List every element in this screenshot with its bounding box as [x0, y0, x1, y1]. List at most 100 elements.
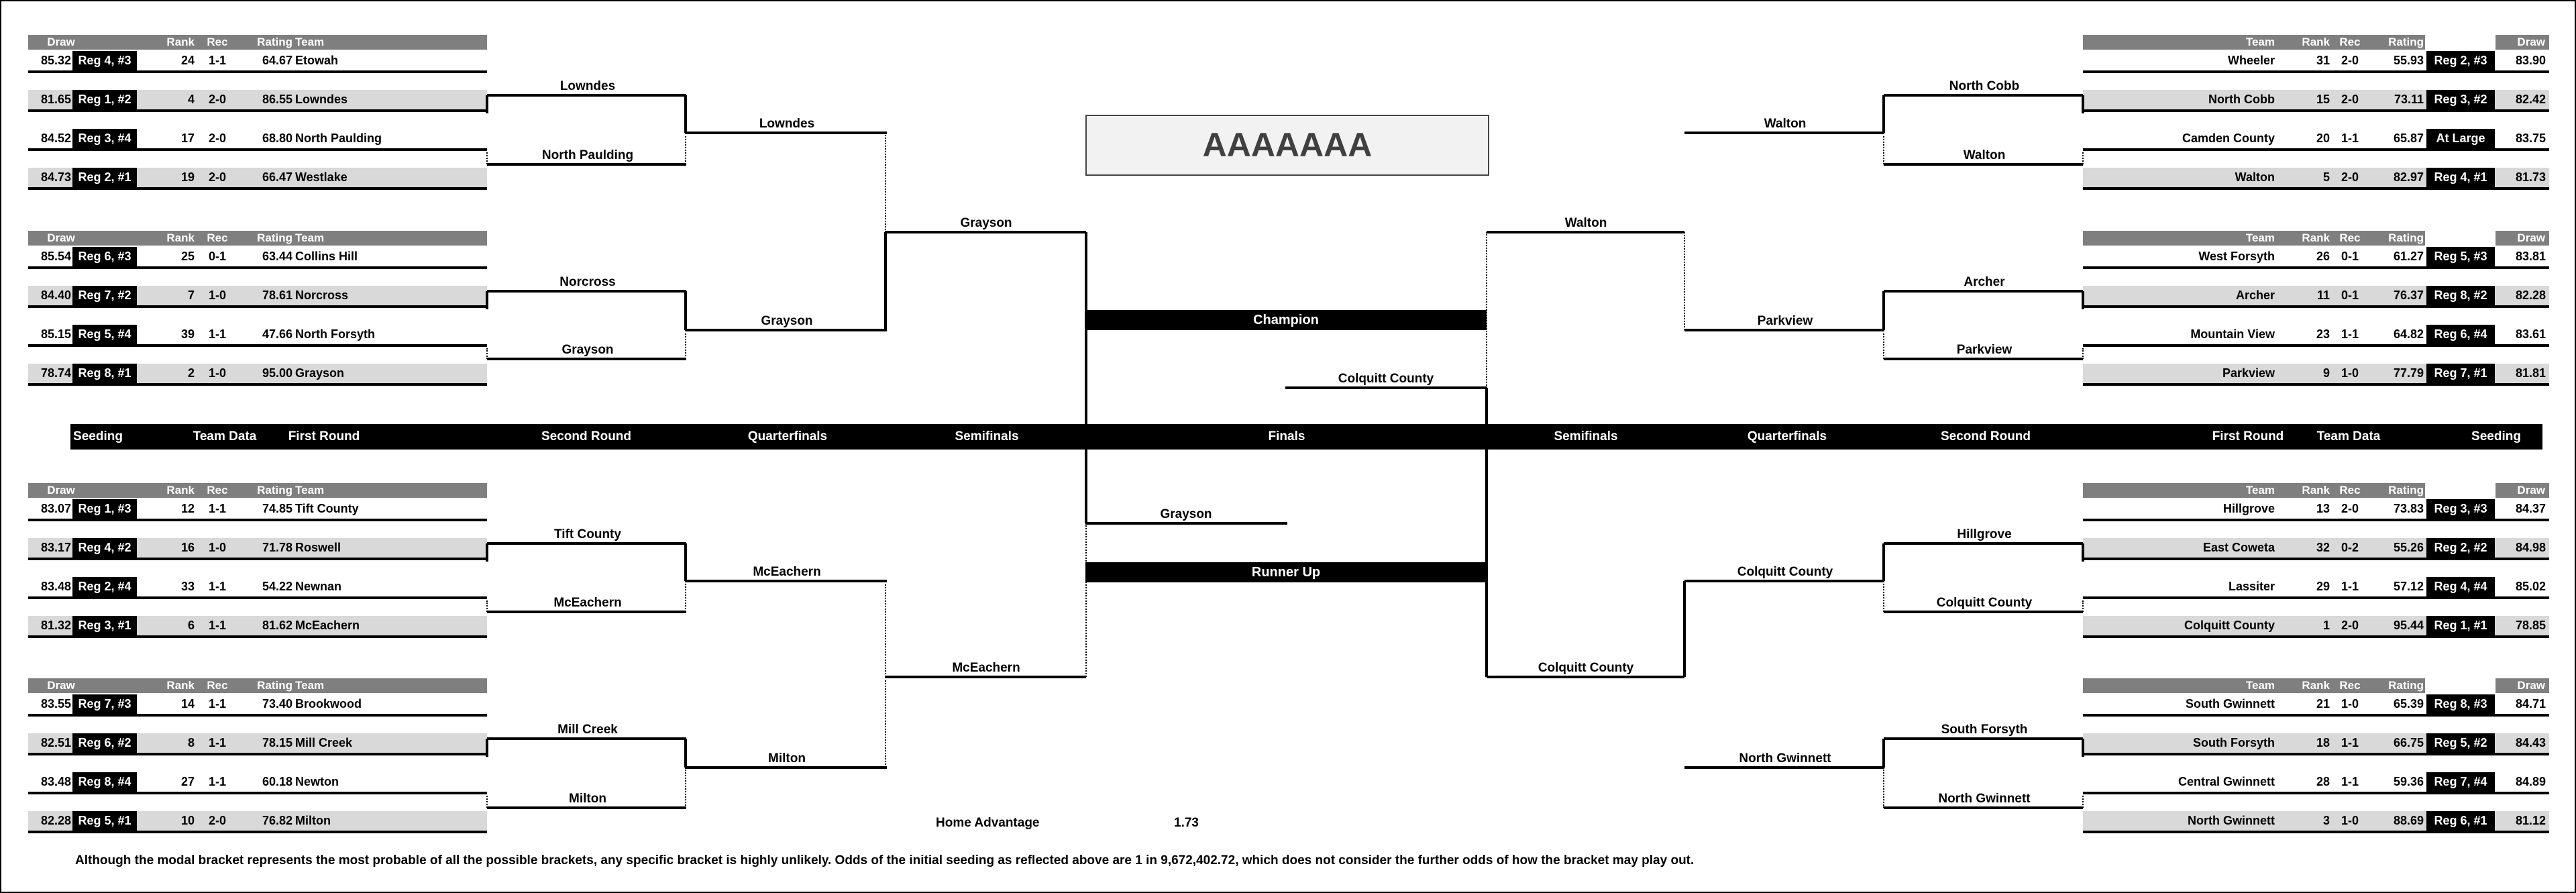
team-name: North Paulding [295, 132, 382, 145]
rank-value: 9 [2322, 366, 2330, 380]
team-name: Mill Creek [295, 736, 353, 749]
team-name: Parkview [2222, 366, 2275, 380]
record-value: 2-0 [208, 93, 226, 106]
table-header: Draw [2496, 483, 2549, 498]
rank-value: 11 [2316, 288, 2330, 302]
runner-up-bar: Runner Up [1085, 562, 1487, 582]
team-name: Milton [295, 814, 331, 827]
seed-label: Reg 7, #4 [2426, 772, 2495, 792]
header-rating: Rating [2388, 679, 2424, 692]
rating-value: 81.62 [262, 619, 292, 632]
round-label: Semifinals [955, 429, 1019, 443]
bracket-line [2082, 739, 2084, 757]
round-label: Second Round [541, 429, 632, 443]
champion-bar: Champion [1085, 310, 1487, 330]
rank-value: 12 [180, 502, 195, 515]
draw-value: 84.98 [2515, 541, 2546, 554]
header-rec: Rec [2339, 231, 2361, 244]
record-value: 0-1 [208, 250, 226, 263]
record-value: 2-0 [208, 814, 226, 827]
table-header: Draw [2496, 35, 2549, 50]
bracket-line [1884, 290, 2083, 293]
bracket-line [1882, 291, 1885, 330]
second-round-winner: Colquitt County [1936, 596, 2033, 610]
seed-label: Reg 5, #4 [72, 325, 137, 344]
rank-value: 5 [2322, 170, 2330, 184]
round-label: Team Data [193, 429, 257, 443]
seed-label: Reg 1, #3 [72, 499, 137, 519]
rank-value: 13 [2316, 502, 2330, 515]
round-label: Team Data [2316, 429, 2381, 443]
bracket-line [1684, 766, 1884, 769]
second-round-winner: Grayson [561, 343, 614, 357]
header-team: Team [2245, 231, 2275, 244]
team-name: McEachern [295, 619, 360, 632]
bracket-line [884, 232, 887, 330]
rank-value: 4 [187, 93, 195, 106]
draw-value: 78.74 [40, 366, 71, 380]
draw-value: 83.07 [40, 502, 71, 515]
second-round-winner: North Cobb [1949, 79, 2020, 93]
bracket-dotted-line [2082, 152, 2084, 164]
draw-value: 85.02 [2515, 580, 2546, 593]
bracket-dotted-line [685, 581, 686, 612]
seed-label: Reg 8, #3 [2426, 694, 2495, 714]
draw-value: 85.54 [40, 250, 71, 263]
rank-value: 23 [2316, 327, 2330, 341]
seed-label: Reg 3, #4 [72, 129, 137, 148]
bracket-dotted-line [1883, 133, 1884, 164]
bracket-line [487, 542, 686, 545]
bracket-line [684, 739, 687, 768]
header-rank: Rank [166, 231, 195, 244]
bracket-dotted-line [2082, 348, 2084, 359]
seed-label: Reg 3, #1 [72, 616, 137, 635]
header-team: Team [2245, 36, 2275, 48]
rating-value: 65.39 [2393, 697, 2424, 711]
record-value: 1-1 [2341, 580, 2359, 593]
bracket-dotted-line [1883, 581, 1884, 612]
draw-value: 83.75 [2515, 132, 2546, 145]
bracket-dotted-line [1085, 523, 1087, 677]
rating-value: 73.40 [262, 697, 292, 711]
round-header-bar [70, 424, 2542, 450]
rating-value: 71.78 [262, 541, 292, 554]
quarterfinal-winner: Colquitt County [1737, 565, 1833, 579]
bracket-line [1882, 543, 1885, 581]
record-value: 1-0 [208, 366, 226, 380]
rating-value: 47.66 [262, 327, 292, 341]
draw-value: 84.40 [40, 288, 71, 302]
draw-value: 81.73 [2515, 170, 2546, 184]
second-round-winner: Tift County [554, 527, 621, 541]
rating-value: 66.47 [262, 170, 292, 184]
round-label: Seeding [2471, 429, 2521, 443]
seed-label: Reg 3, #3 [2426, 499, 2495, 519]
team-name: Hillgrove [2222, 502, 2275, 515]
seed-label: Reg 7, #3 [72, 694, 137, 714]
team-name: Collins Hill [295, 250, 358, 263]
team-name: South Gwinnett [2186, 697, 2275, 711]
header-rank: Rank [166, 679, 195, 692]
bracket-dotted-line [486, 796, 488, 808]
rating-value: 64.82 [2393, 327, 2424, 341]
bracket-line [487, 737, 686, 740]
header-rec: Rec [2339, 484, 2361, 496]
rank-value: 10 [180, 814, 195, 827]
draw-value: 83.48 [40, 580, 71, 593]
team-name: Lowndes [295, 93, 348, 106]
header-rank: Rank [2302, 36, 2330, 48]
quarterfinal-winner: Grayson [761, 314, 813, 328]
round-label: Second Round [1940, 429, 2031, 443]
bracket-line [486, 739, 488, 757]
bracket-line [1884, 806, 2083, 809]
rank-value: 21 [2316, 697, 2330, 711]
classification-title: AAAAAAA [1085, 115, 1489, 176]
team-name: Norcross [295, 288, 349, 302]
bracket-line [486, 543, 488, 562]
seed-label: Reg 4, #1 [2426, 168, 2495, 187]
